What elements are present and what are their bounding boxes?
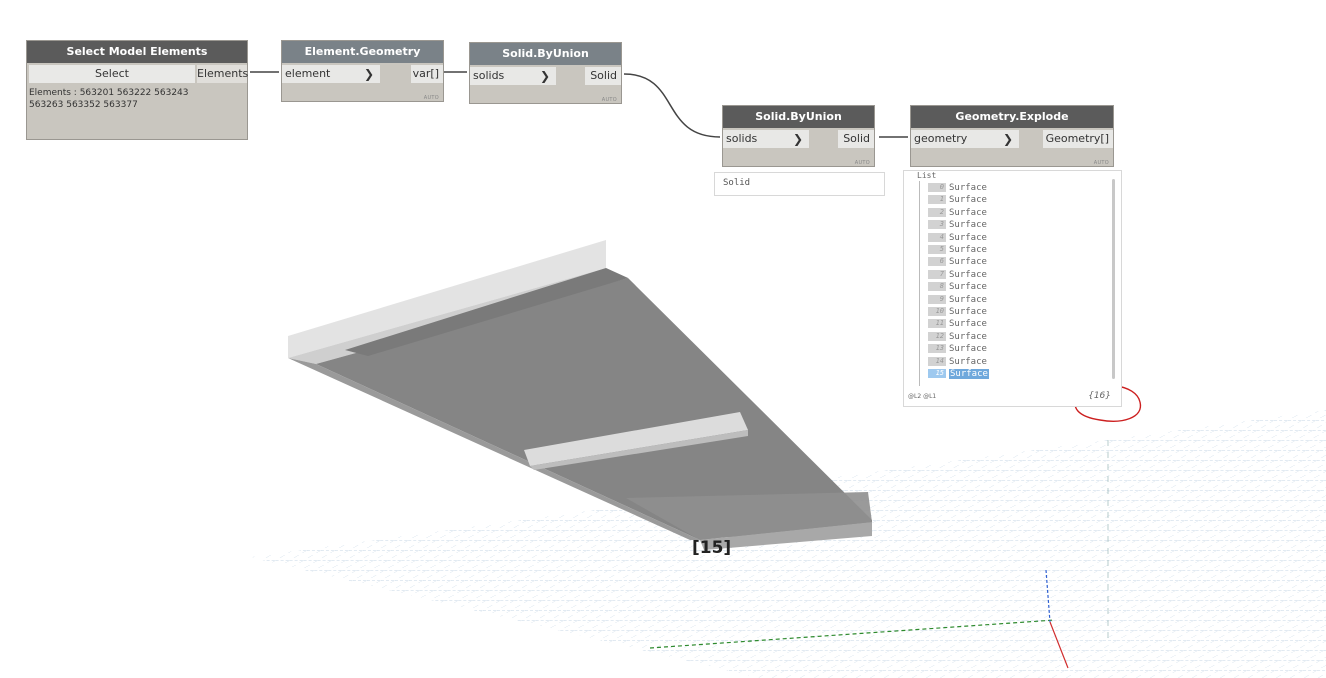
- chevron-right-icon: ❯: [1002, 132, 1013, 146]
- list-item-index: 6: [928, 257, 946, 267]
- list-item-label: Surface: [949, 269, 987, 280]
- port-label: solids: [726, 132, 758, 145]
- input-port-solids[interactable]: solids ❯: [723, 130, 809, 148]
- list-item-label: Surface: [949, 319, 987, 330]
- list-item-label: Surface: [949, 344, 987, 355]
- output-port-elements[interactable]: Elements: [197, 65, 248, 83]
- list-item-index: 12: [928, 331, 946, 341]
- lacing-label[interactable]: AUTO: [601, 97, 617, 103]
- node-title[interactable]: Solid.ByUnion: [470, 43, 621, 65]
- node-geometry-explode[interactable]: Geometry.Explode geometry ❯ Geometry[] A…: [910, 105, 1114, 167]
- list-item-index: 1: [928, 195, 946, 205]
- list-item-index: 8: [928, 282, 946, 292]
- lacing-label[interactable]: AUTO: [854, 160, 870, 166]
- node-element-geometry[interactable]: Element.Geometry element ❯ var[] AUTO: [281, 40, 444, 102]
- node-title[interactable]: Select Model Elements: [27, 41, 247, 63]
- list-item-index: 15: [928, 369, 946, 378]
- slab-geometry: [288, 240, 872, 550]
- chevron-right-icon: ❯: [539, 69, 550, 83]
- list-item-index: 4: [928, 232, 946, 242]
- list-item-index: 13: [928, 344, 946, 354]
- list-item-label: Surface: [949, 195, 987, 206]
- output-port-var[interactable]: var[]: [411, 65, 443, 83]
- list-item-label: Surface: [949, 232, 987, 243]
- input-port-element[interactable]: element ❯: [282, 65, 380, 83]
- node-title[interactable]: Element.Geometry: [282, 41, 443, 63]
- port-label: element: [285, 67, 331, 80]
- ground-grid: [250, 410, 1326, 678]
- port-label: solids: [473, 69, 505, 82]
- list-count: {16}: [1088, 391, 1111, 401]
- input-port-geometry[interactable]: geometry ❯: [911, 130, 1019, 148]
- list-item-index: 2: [928, 207, 946, 217]
- list-item-label: Surface: [949, 183, 987, 193]
- list-item-label: Surface: [949, 207, 987, 218]
- preview-value: Solid: [723, 178, 751, 188]
- list-item-index: 5: [928, 245, 946, 254]
- node-select-model-elements[interactable]: Select Model Elements Select Elements El…: [26, 40, 248, 140]
- list-item-label: Surface: [949, 257, 987, 268]
- list-item-index: 11: [928, 319, 946, 329]
- chevron-right-icon: ❯: [792, 132, 803, 146]
- list-header: List: [917, 171, 937, 180]
- connector-wires: [250, 71, 908, 138]
- list-item-index: 3: [928, 220, 946, 230]
- list-item-label: Surface: [949, 245, 987, 255]
- node-preview-bubble[interactable]: Solid: [714, 172, 885, 196]
- output-port-geometry-list[interactable]: Geometry[]: [1043, 130, 1113, 148]
- list-item-label: Surface: [949, 369, 989, 379]
- list-item-index: 7: [928, 269, 946, 279]
- output-port-solid[interactable]: Solid: [585, 67, 621, 85]
- output-port-solid[interactable]: Solid: [838, 130, 874, 148]
- list-item-label: Surface: [949, 282, 987, 293]
- list-item-index: 0: [928, 183, 946, 192]
- list-item-index: 9: [928, 294, 946, 304]
- selection-info: Elements : 563201 563222 563243 563263 5…: [29, 88, 189, 110]
- list-item-label: Surface: [949, 294, 987, 305]
- list-item-index: 10: [928, 307, 946, 316]
- node-title[interactable]: Solid.ByUnion: [723, 106, 874, 128]
- node-solid-byunion-2[interactable]: Solid.ByUnion solids ❯ Solid AUTO: [722, 105, 875, 167]
- node-solid-byunion-1[interactable]: Solid.ByUnion solids ❯ Solid AUTO: [469, 42, 622, 104]
- list-tree-line: [919, 181, 920, 386]
- list-item-index: 14: [928, 356, 946, 366]
- list-item-label: Surface: [949, 356, 987, 367]
- list-item-label: Surface: [949, 331, 987, 342]
- node-title[interactable]: Geometry.Explode: [911, 106, 1113, 128]
- list-scrollbar[interactable]: [1112, 179, 1115, 379]
- geometry-label: [15]: [692, 538, 731, 558]
- chevron-right-icon: ❯: [363, 67, 374, 81]
- port-label: geometry: [914, 132, 968, 145]
- list-item-label: Surface: [949, 220, 987, 231]
- lacing-label[interactable]: AUTO: [423, 95, 439, 101]
- select-button[interactable]: Select: [29, 65, 195, 83]
- lacing-label[interactable]: AUTO: [1093, 160, 1109, 166]
- list-item-label: Surface: [949, 307, 987, 317]
- input-port-solids[interactable]: solids ❯: [470, 67, 556, 85]
- list-levels: @L2 @L1: [908, 393, 937, 400]
